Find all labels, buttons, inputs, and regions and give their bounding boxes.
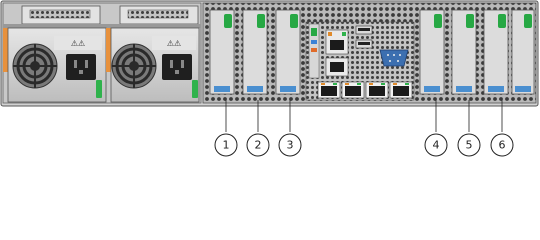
power-supply-2: ⚠⚠ [106,27,200,103]
server-rear-panel-diagram: ⚠⚠ ⚠⚠ [0,0,539,157]
callout-number: 4 [433,139,440,152]
motherboard-io [305,21,415,101]
callout-number: 1 [223,139,230,152]
pcie-slot-5 [451,9,477,95]
pcie-slot-1 [209,9,235,95]
svg-text:⚠⚠: ⚠⚠ [71,39,85,48]
callout-4: 4 [424,100,448,157]
callout-1: 1 [214,100,238,157]
callout-3: 3 [278,100,302,157]
power-inlet-icon [66,54,96,80]
power-supply-1: ⚠⚠ [3,27,107,103]
vga-port-icon [379,49,409,67]
callout-number: 2 [255,139,262,152]
network-port-row [317,81,413,99]
callout-2: 2 [246,100,270,157]
callout-number: 3 [287,139,294,152]
pcie-slot-7 [511,9,535,95]
ethernet-port-icon [325,29,349,55]
serial-port-icon [325,57,349,77]
pcie-slot-6 [483,9,509,95]
power-inlet-icon [162,54,192,80]
psu-fan-grille-icon [12,43,58,89]
callout-6: 6 [490,100,514,157]
callout-number: 6 [499,139,506,152]
pcie-slot-2 [242,9,268,95]
psu-section: ⚠⚠ ⚠⚠ [2,2,202,104]
usb-port-icon [355,25,373,49]
callout-group: 1 2 3 4 5 6 [214,100,514,157]
svg-text:⚠⚠: ⚠⚠ [167,39,181,48]
psu-fan-grille-icon [111,43,157,89]
callout-number: 5 [466,139,473,152]
callout-5: 5 [457,100,481,157]
pcie-slot-3 [275,9,301,95]
io-section [202,2,537,104]
rear-panel-svg: ⚠⚠ ⚠⚠ [0,0,539,157]
pcie-slot-4 [419,9,445,95]
